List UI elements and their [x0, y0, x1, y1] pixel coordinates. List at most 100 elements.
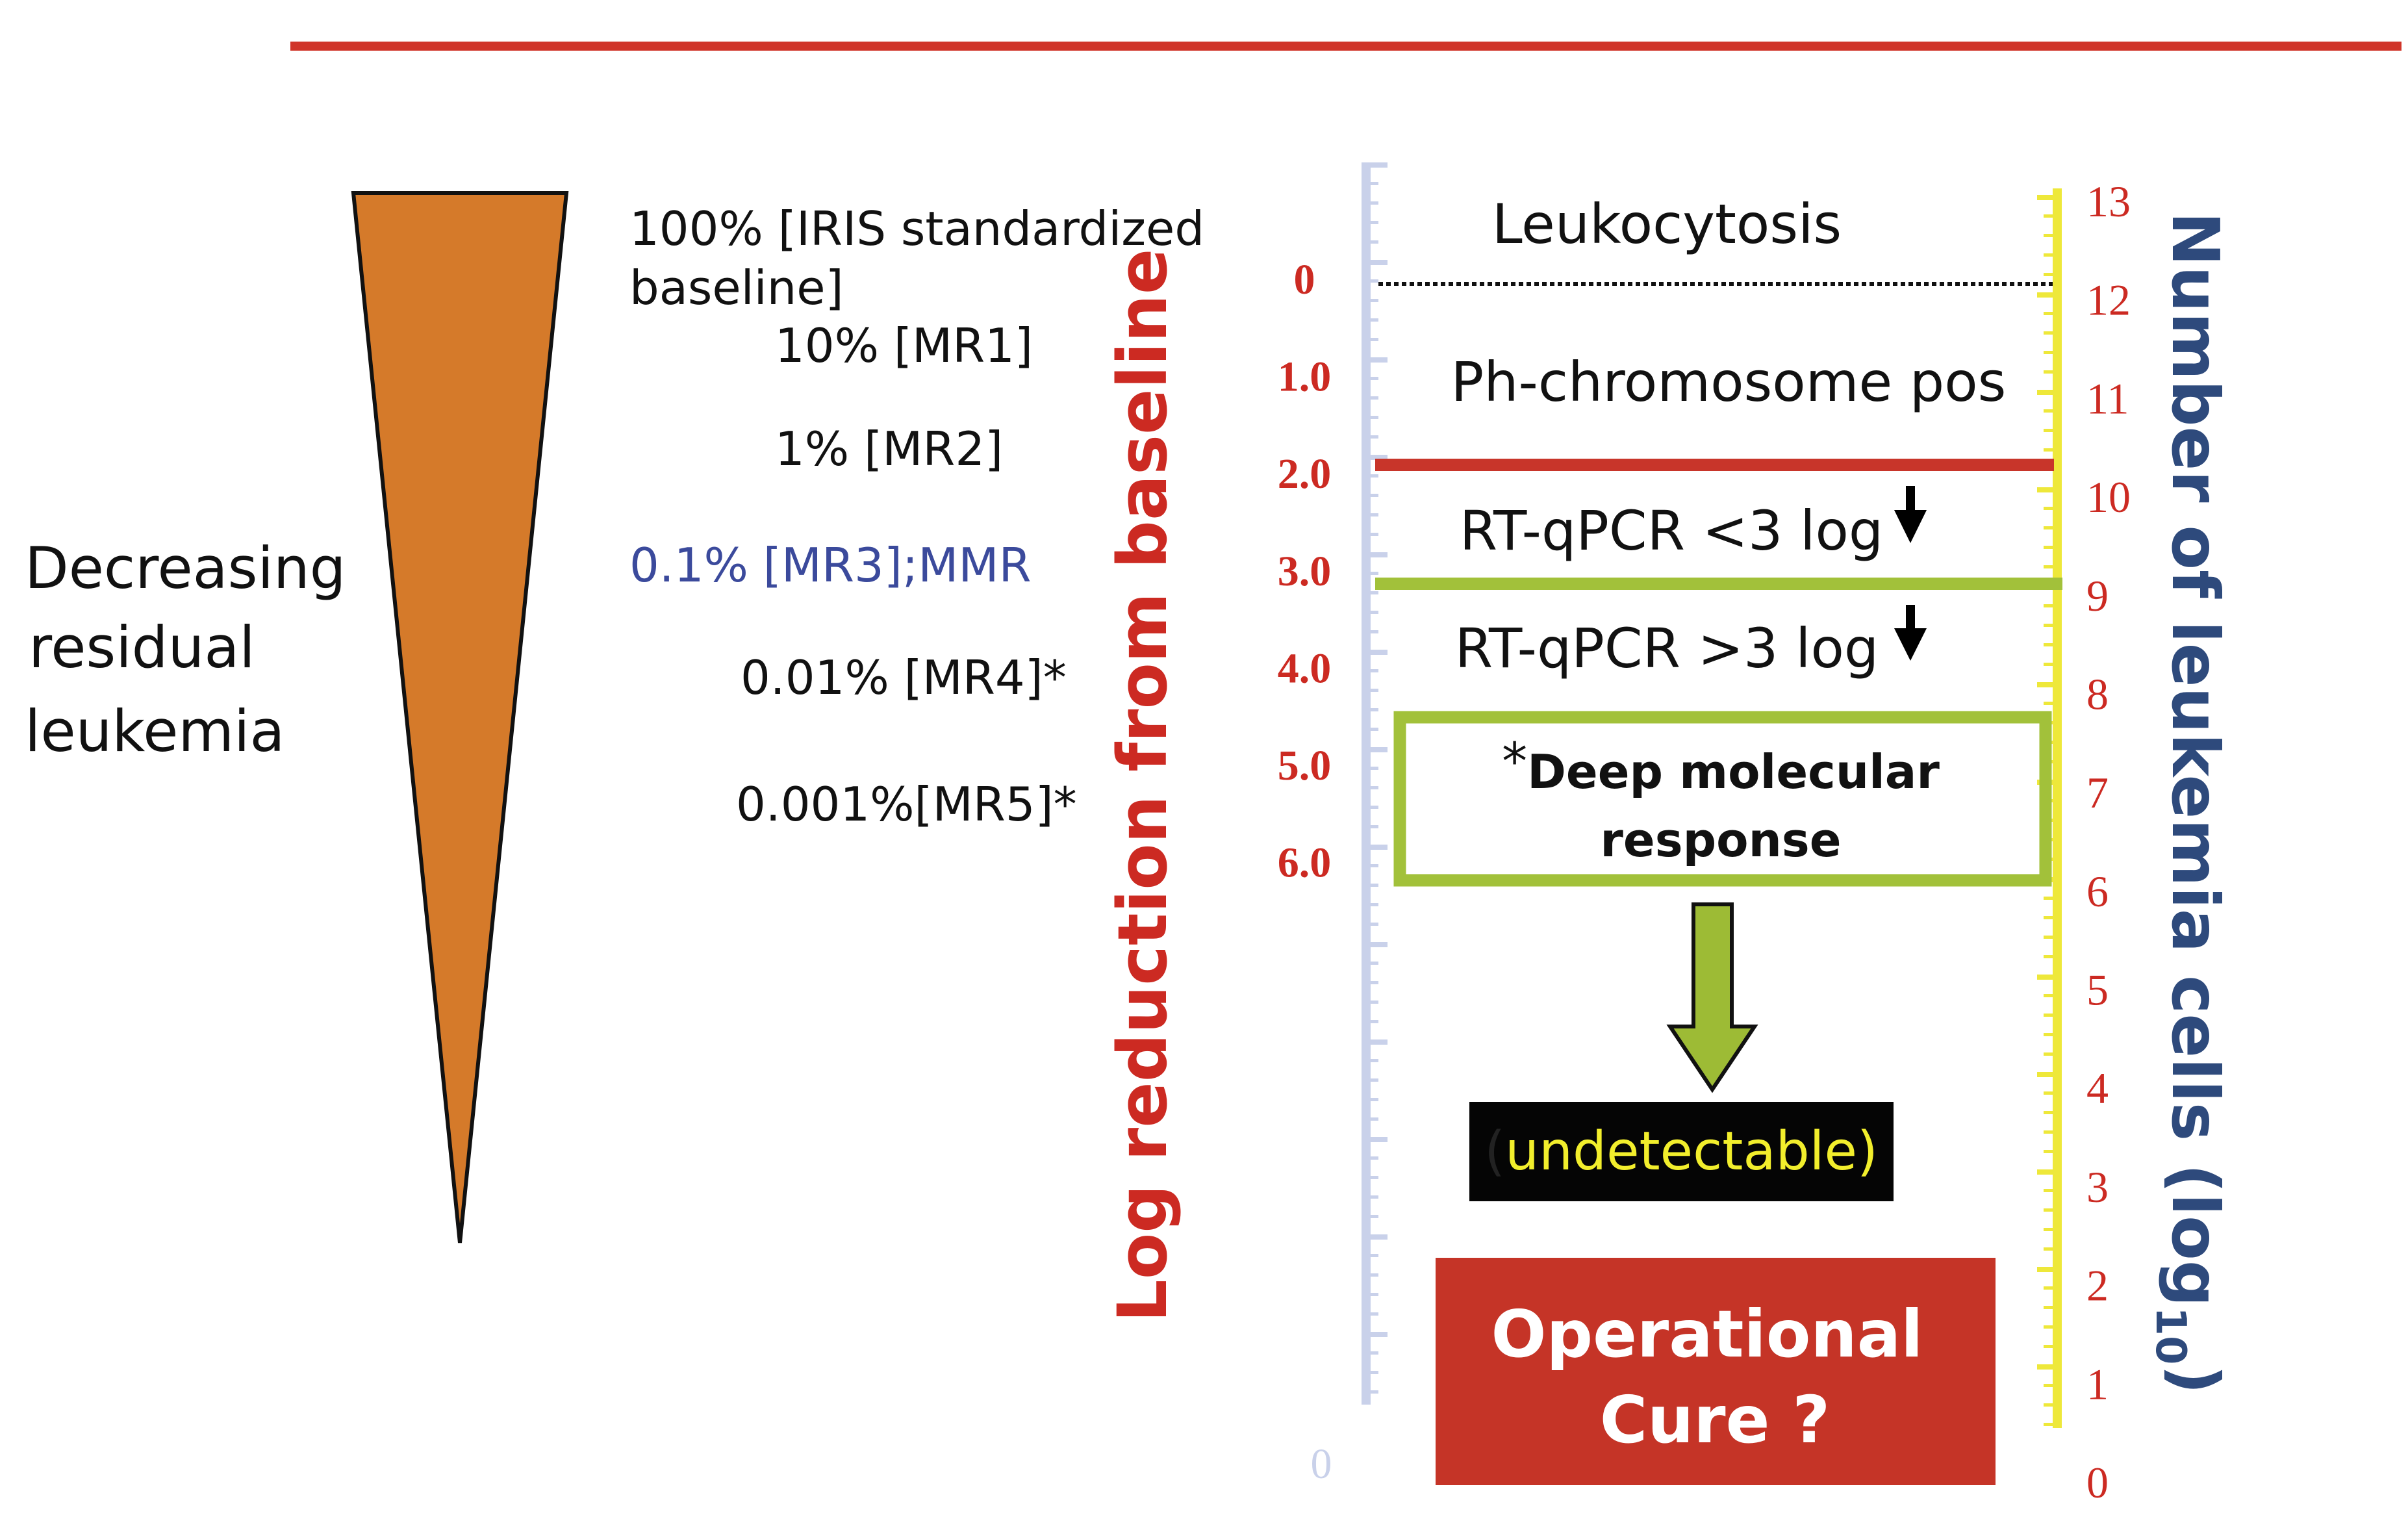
right-axis-tick-label: 10 [2086, 472, 2131, 522]
left-axis-tick [1371, 1254, 1378, 1257]
left-axis-tick [1371, 1137, 1388, 1142]
left-axis-tick-label: 5.0 [1278, 742, 1332, 789]
left-axis-tick [1371, 416, 1378, 419]
left-axis: 01.02.03.04.05.06.0 [1278, 256, 1332, 887]
deep-molecular-label-line2: response [1600, 813, 1841, 867]
left-axis-tick [1371, 728, 1378, 731]
left-axis-tick [1371, 1351, 1378, 1355]
deep-molecular-label: *Deep molecular [1502, 733, 1940, 799]
left-axis-tick [1371, 182, 1378, 185]
right-axis-tick [2037, 1169, 2054, 1175]
zone-ph-positive: Ph-chromosome pos [1451, 350, 2007, 414]
right-axis-tick [2044, 1208, 2053, 1212]
left-axis-tick-label: 1.0 [1278, 353, 1332, 401]
left-axis-tick [1371, 318, 1378, 322]
left-axis-tick [1371, 279, 1378, 283]
right-axis-tick [2037, 390, 2054, 395]
right-axis-tick [2044, 1033, 2053, 1036]
left-axis-tick [1371, 455, 1388, 460]
right-axis-tick [2044, 1150, 2053, 1153]
left-axis-tick [1371, 1078, 1378, 1082]
right-axis-tick [2044, 253, 2053, 257]
right-axis-tick-label: 8 [2086, 669, 2109, 719]
left-axis-tick [1371, 669, 1378, 672]
left-axis-tick-label: 0 [1294, 256, 1315, 303]
left-axis-tick [1371, 1020, 1378, 1023]
left-axis-tick-label: 4.0 [1278, 644, 1332, 692]
left-axis-tick [1371, 1059, 1378, 1062]
left-axis-tick [1371, 1215, 1378, 1218]
right-axis-tick [2037, 195, 2054, 200]
right-axis-tick [2044, 1111, 2053, 1114]
right-axis-tick-label: 12 [2086, 275, 2131, 325]
right-axis-tick [2044, 1306, 2053, 1309]
left-axis-tick [1371, 552, 1388, 557]
left-axis-tick [1371, 650, 1388, 655]
left-axis-tick [1371, 1195, 1378, 1199]
left-axis-tick [1371, 747, 1388, 752]
left-axis-tick [1371, 942, 1388, 947]
left-axis-tick [1371, 299, 1378, 302]
right-axis-tick [2044, 546, 2053, 549]
left-axis-tick-label: 2.0 [1278, 450, 1332, 498]
right-axis-tick [2044, 526, 2053, 529]
deep-molecular-response-box [1393, 711, 2052, 887]
right-axis-tick [2044, 214, 2053, 218]
right-axis-tick [2044, 507, 2053, 510]
operational-cure-line1: Operational [1491, 1296, 1923, 1372]
left-axis-tick [1371, 1001, 1378, 1004]
green-threshold-line [1375, 578, 2062, 590]
left-axis-tick [1371, 923, 1378, 926]
right-axis-tick [2044, 1014, 2053, 1017]
left-axis-tick [1371, 1293, 1378, 1296]
left-axis-tick [1371, 689, 1378, 692]
left-axis-tick [1371, 377, 1378, 380]
right-axis-tick-label: 0 [2086, 1458, 2109, 1507]
right-axis-tick [2044, 351, 2053, 354]
left-axis-tick [1371, 1117, 1378, 1121]
right-axis-tick [2044, 370, 2053, 374]
left-axis-tick [1371, 903, 1378, 906]
right-axis-tick-label: 2 [2086, 1261, 2109, 1310]
right-axis-tick [2044, 994, 2053, 997]
zone-leukocytosis: Leukocytosis [1492, 192, 1842, 256]
right-axis-tick [2044, 1325, 2053, 1329]
green-down-arrow-icon [1666, 902, 1758, 1093]
top-rule [290, 42, 2402, 51]
left-axis-line [1362, 162, 1371, 1405]
right-axis-tick [2044, 604, 2053, 607]
left-axis-tick [1371, 201, 1378, 205]
right-axis-tick [2044, 936, 2053, 939]
left-axis-tick [1371, 221, 1378, 224]
level-mr1: 10% [MR1] [775, 318, 1033, 373]
left-axis-tick [1371, 845, 1388, 850]
right-axis-tick [2037, 1072, 2054, 1077]
left-axis-tick [1371, 513, 1378, 516]
right-axis-tick [2044, 565, 2053, 568]
level-baseline-cont: baseline] [629, 261, 844, 315]
right-axis-tick [2037, 487, 2054, 492]
right-axis-tick [2037, 1364, 2054, 1370]
right-axis-tick [2044, 1286, 2053, 1290]
right-axis-tick [2037, 1267, 2054, 1272]
left-axis-tick [1371, 1039, 1388, 1045]
right-axis-tick [2044, 331, 2053, 335]
left-axis-tick [1371, 1176, 1378, 1179]
left-axis-tick [1371, 591, 1378, 594]
left-axis-tick [1371, 533, 1378, 536]
right-axis-tick [2044, 643, 2053, 646]
left-axis-tick [1371, 494, 1378, 497]
operational-cure-line2: Cure ? [1600, 1382, 1831, 1458]
right-axis-tick [2044, 1052, 2053, 1056]
left-axis-tick [1371, 240, 1378, 244]
right-axis-tick-label: 1 [2086, 1359, 2109, 1409]
left-axis-tick [1371, 1312, 1378, 1316]
left-axis-tick [1371, 981, 1378, 984]
right-axis-tick [2037, 292, 2054, 298]
down-arrow-icon [1894, 605, 1927, 661]
left-axis-tick [1371, 474, 1378, 478]
level-mr4: 0.01% [MR4]* [741, 650, 1067, 705]
right-axis-tick [2044, 1345, 2053, 1348]
decreasing-triangle [351, 191, 569, 1243]
